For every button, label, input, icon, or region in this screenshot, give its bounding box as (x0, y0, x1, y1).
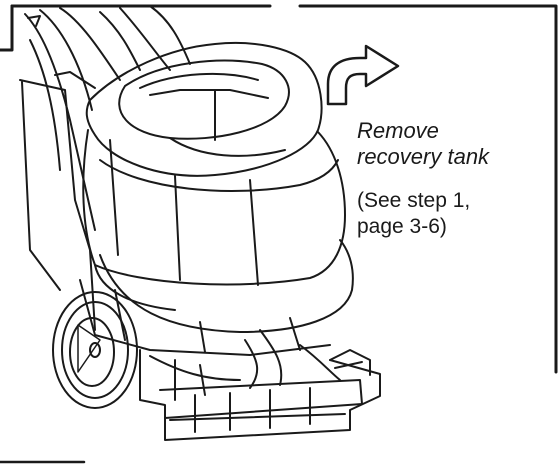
step-reference-line-2: page 3-6) (357, 215, 447, 238)
instruction-title: Remove recovery tank (357, 118, 547, 170)
step-reference: (See step 1, page 3-6) (357, 188, 547, 240)
step-reference-line-1: (See step 1, (357, 189, 471, 212)
curved-arrow-right-icon (326, 44, 400, 106)
instruction-title-line-2: recovery tank (357, 144, 490, 169)
instruction-title-line-1: Remove (357, 118, 439, 143)
instruction-caption: Remove recovery tank (See step 1, page 3… (357, 118, 547, 240)
